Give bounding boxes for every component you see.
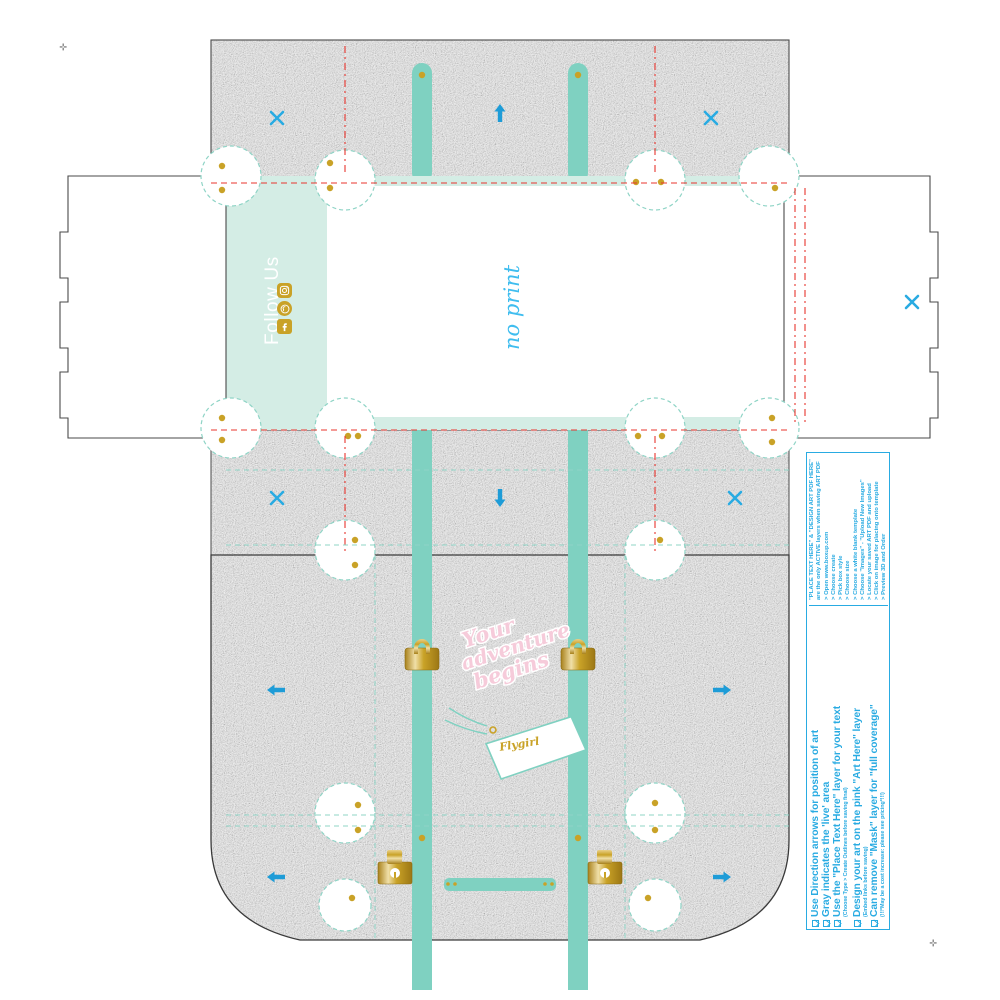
checklist-label: Gray indicates the 'live' area: [821, 781, 832, 917]
checklist-label: Design your art on the pink "Art Here" l…: [851, 707, 863, 917]
checklist-sublabel: (Embed links before saving): [862, 846, 869, 917]
no-print-label: no print: [500, 264, 524, 350]
panel-left-wing: [59, 175, 227, 439]
registration-mark-top-left: ⊹: [58, 43, 69, 51]
bleed-lines-teal: [226, 469, 789, 940]
step-item: > Preview 3D and Order: [880, 533, 887, 600]
registration-mark-bottom-right: ⊹: [928, 939, 939, 947]
latch-right: [587, 850, 623, 885]
noprint-white-block: [327, 183, 789, 417]
checkbox-icon[interactable]: [834, 920, 841, 927]
social-icon-group: [277, 283, 292, 334]
step-item: > Locate your saved ART PDF and upload: [866, 483, 873, 600]
checkbox-icon[interactable]: [823, 920, 830, 927]
strap-horizontal-top: [211, 176, 789, 186]
steps-heading-line-1: "PLACE TEXT HERE" & "DESIGN ART PDF HERE…: [809, 459, 815, 600]
strap-vertical-left: [412, 63, 432, 990]
checkbox-icon[interactable]: [853, 920, 861, 927]
instructions-steps-column: "PLACE TEXT HERE" & "DESIGN ART PDF HERE…: [809, 456, 889, 606]
step-item: > Choose size: [845, 560, 852, 600]
suitcase-handle: [444, 878, 556, 891]
rivet-gold-dots: [218, 159, 779, 902]
step-item: > Click on image for placing onto templa…: [873, 481, 880, 600]
steps-heading-line-2: are the only ACTIVE layers when saving A…: [816, 461, 823, 600]
instructions-panel: Use Direction arrows for position of art…: [806, 452, 890, 930]
instagram-icon[interactable]: [277, 283, 292, 298]
checklist-label: Use the "Place Text Here" layer for your…: [832, 705, 843, 917]
buckle-left: [404, 639, 440, 671]
latch-left: [377, 850, 413, 885]
facebook-icon[interactable]: [277, 319, 292, 334]
buckle-right: [560, 639, 596, 671]
step-item: > Pick box style: [838, 555, 845, 600]
strap-vertical-right: [568, 63, 588, 990]
step-item: > Choose "Images" - "Upload New Images": [859, 479, 866, 600]
step-item: > Open www.boxup.com: [824, 531, 831, 600]
step-item: > Choose a white blank template: [852, 508, 859, 600]
followus-mint-block: [211, 183, 327, 417]
step-item: > Choose create: [831, 554, 838, 600]
checkbox-icon[interactable]: [812, 920, 819, 927]
checkbox-icon[interactable]: [871, 920, 879, 927]
fold-lines-red: [211, 46, 806, 552]
strap-horizontal-bottom: [211, 417, 789, 430]
checklist-sublabel: (Choose Type > Create Outlines before sa…: [843, 787, 849, 917]
panel-right-wing: [783, 175, 939, 439]
no-print-block: no print: [500, 265, 524, 350]
checklist-label: Use Direction arrows for position of art: [810, 729, 821, 917]
checklist-sublabel: (!!!*May be a cost increase: please see …: [880, 792, 887, 917]
checklist-label: Can remove "Mask" layer for "full covera…: [869, 704, 881, 917]
corner-rivet-discs: [200, 145, 800, 932]
luggage-tag: [444, 707, 587, 781]
pinterest-icon[interactable]: [277, 301, 292, 316]
